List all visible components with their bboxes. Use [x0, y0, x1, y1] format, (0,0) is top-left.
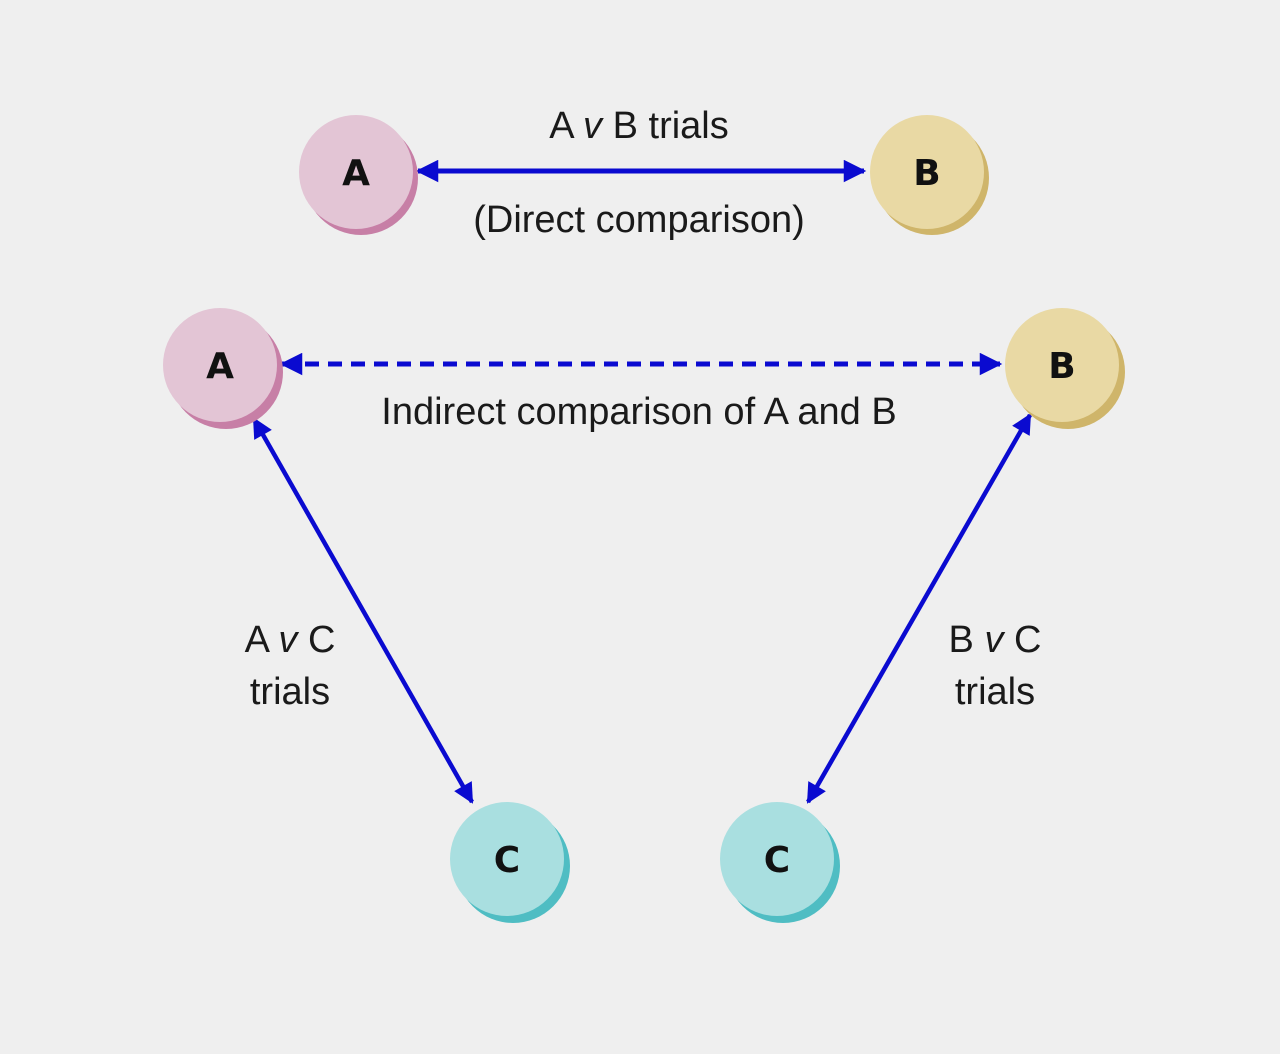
a-c-trials-label-line2: trials: [250, 671, 330, 713]
node-a-bottom-label: A: [206, 346, 234, 387]
indirect-comparison-label: Indirect comparison of A and B: [381, 391, 896, 433]
node-b-top: B: [870, 115, 989, 235]
node-a-top-label: A: [342, 153, 370, 194]
b-c-arrow: [806, 413, 1032, 804]
node-b-bottom: B: [1005, 308, 1125, 429]
node-a-bottom: A: [163, 308, 283, 429]
node-a-top: A: [299, 115, 418, 235]
direct-trials-label: A v B trials: [549, 105, 729, 147]
a-c-arrow: [252, 417, 474, 804]
node-c-right-label: C: [764, 840, 790, 881]
node-c-left-label: C: [494, 840, 520, 881]
node-b-bottom-label: B: [1048, 346, 1075, 387]
direct-comparison-label: (Direct comparison): [473, 199, 805, 241]
indirect-comparison-group: A B C C Indirect comparison of A and B A…: [163, 308, 1125, 923]
node-c-left: C: [450, 802, 570, 923]
node-b-top-label: B: [913, 153, 940, 194]
b-c-trials-label-line2: trials: [955, 671, 1035, 713]
a-c-trials-label-line1: A v C: [245, 619, 336, 661]
b-c-trials-label-line1: B v C: [949, 619, 1042, 661]
node-c-right: C: [720, 802, 840, 923]
direct-comparison-group: A B A v B trials (Direct comparison): [299, 105, 989, 241]
